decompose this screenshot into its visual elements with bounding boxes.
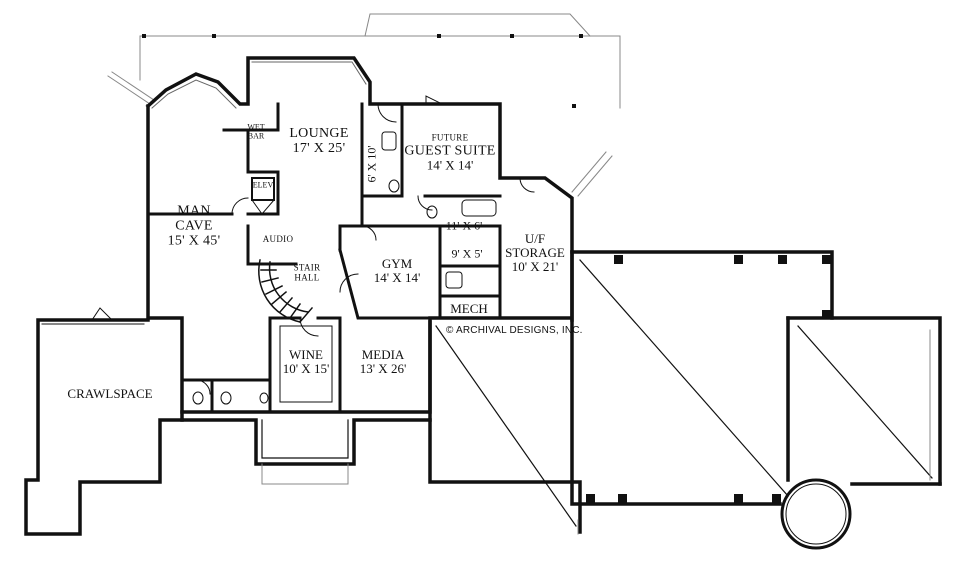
- room-future-guest-suite: FUTURE GUEST SUITE 14' X 14': [404, 132, 496, 173]
- crawlspace-wall: [24, 318, 184, 536]
- room-name: ELEV: [252, 180, 274, 190]
- room-name: GYM: [381, 255, 413, 271]
- room-mech: MECH: [450, 300, 488, 316]
- room-size: 10' X 21': [511, 259, 559, 275]
- room-size: 15' X 45': [167, 233, 221, 249]
- room-audio: AUDIO: [262, 234, 294, 245]
- stair-spiral: [258, 259, 314, 324]
- room-name-line1: MAN: [177, 203, 211, 219]
- interior-walls: [146, 102, 502, 414]
- door-swings: [91, 95, 535, 395]
- room-name: WINE: [289, 346, 323, 362]
- room-name-line1: U/F: [524, 230, 546, 246]
- turret: [780, 478, 852, 550]
- room-size: 10' X 15': [282, 361, 330, 376]
- room-name: LOUNGE: [289, 125, 349, 141]
- room-note: FUTURE: [431, 132, 469, 143]
- porch-columns: [142, 34, 583, 108]
- room-name: CRAWLSPACE: [67, 385, 153, 401]
- foundation-wall: [428, 320, 582, 534]
- room-media: MEDIA 13' X 26': [359, 346, 407, 376]
- room-name-line2: STORAGE: [505, 244, 565, 260]
- room-name: MECH: [450, 300, 488, 316]
- room-size: 13' X 26': [359, 361, 407, 376]
- rear-porch-outline: [107, 13, 621, 197]
- room-elevator: ELEV: [252, 180, 274, 191]
- room-size: 11' X 6': [445, 218, 483, 233]
- room-name: AUDIO: [262, 234, 294, 245]
- room-bath-b: 11' X 6': [445, 218, 483, 233]
- room-name-line2: HALL: [294, 272, 320, 282]
- room-uf-storage: U/F STORAGE 10' X 21': [505, 230, 565, 275]
- room-wet-bar: WET BAR: [247, 123, 264, 140]
- room-size: 6' X 10': [364, 145, 379, 183]
- room-size: 14' X 14': [426, 157, 474, 173]
- room-wine: WINE 10' X 15': [282, 346, 330, 376]
- room-name-line2: BAR: [247, 131, 265, 140]
- room-man-cave: MAN CAVE 15' X 45': [168, 203, 221, 248]
- room-name: GUEST SUITE: [404, 143, 496, 159]
- room-name-line1: STAIR: [293, 262, 321, 273]
- room-closet: 9' X 5': [451, 246, 483, 261]
- room-size: 17' X 25': [292, 141, 346, 156]
- plumbing-fixtures: [192, 131, 497, 405]
- room-bath-a: 6' X 10': [364, 145, 379, 183]
- room-gym: GYM 14' X 14': [373, 255, 421, 285]
- room-name-line1: WET: [247, 122, 265, 132]
- room-size: 9' X 5': [451, 246, 483, 261]
- room-size: 14' X 14': [373, 270, 421, 285]
- room-name: MEDIA: [361, 346, 405, 362]
- garage-walls: [570, 250, 942, 506]
- room-name-line2: CAVE: [175, 218, 213, 234]
- room-stair-hall: STAIR HALL: [294, 263, 321, 282]
- room-crawlspace: CRAWLSPACE: [67, 385, 153, 401]
- room-lounge: LOUNGE 17' X 25': [289, 126, 348, 156]
- copyright-credit: © ARCHIVAL DESIGNS, INC.: [446, 325, 583, 336]
